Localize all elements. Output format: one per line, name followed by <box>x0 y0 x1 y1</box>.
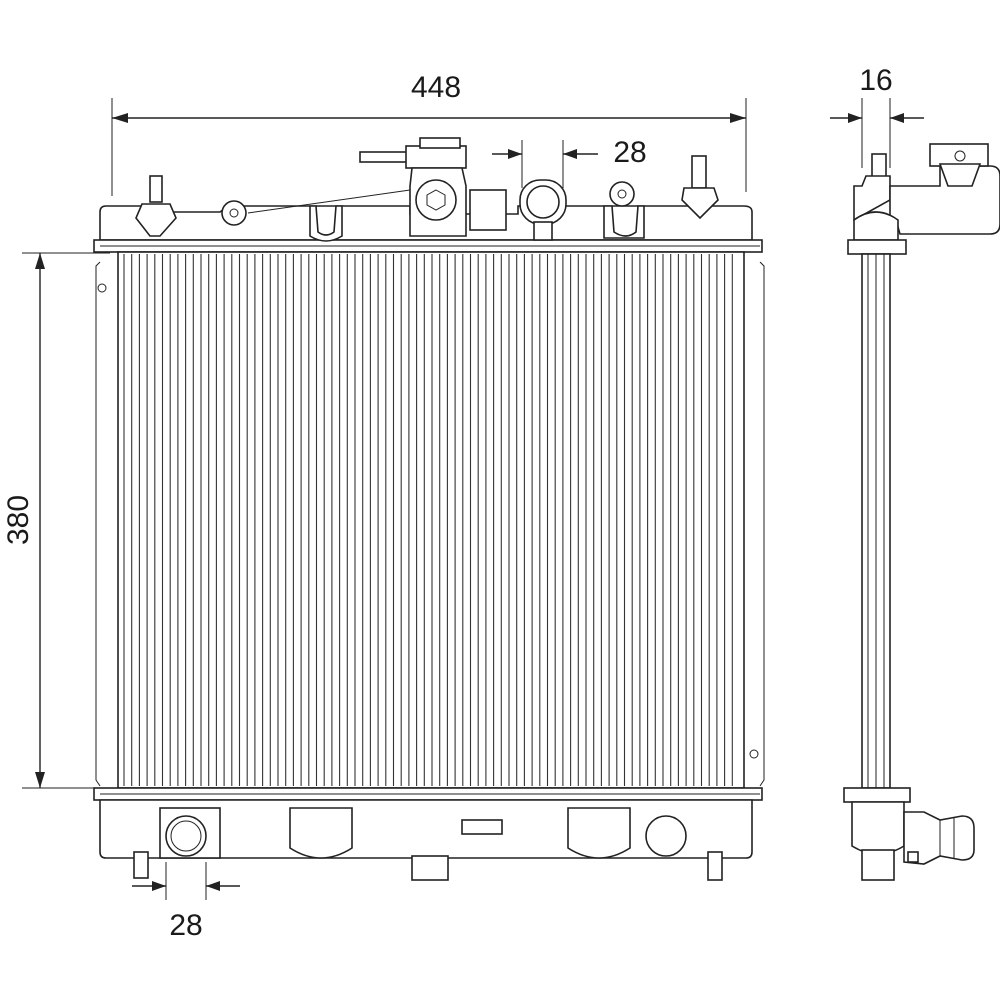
core-fins <box>123 254 733 786</box>
dimension-height-label: 380 <box>2 495 35 545</box>
radiator-core <box>95 251 765 789</box>
dimension-inlet-top-label: 28 <box>613 136 646 169</box>
dimension-width: 448 <box>111 71 747 196</box>
dimension-width-label: 448 <box>411 71 461 104</box>
top-tank <box>93 137 763 253</box>
dimension-depth: 16 <box>830 64 924 168</box>
dimension-outlet-bottom: 28 <box>132 862 240 942</box>
dimension-height: 380 <box>2 252 110 789</box>
dimension-depth-label: 16 <box>859 64 892 97</box>
bottom-tank <box>93 787 763 881</box>
dimension-outlet-bottom-label: 28 <box>169 909 202 942</box>
dimension-inlet-top: 28 <box>492 136 647 188</box>
side-view <box>843 143 1000 881</box>
